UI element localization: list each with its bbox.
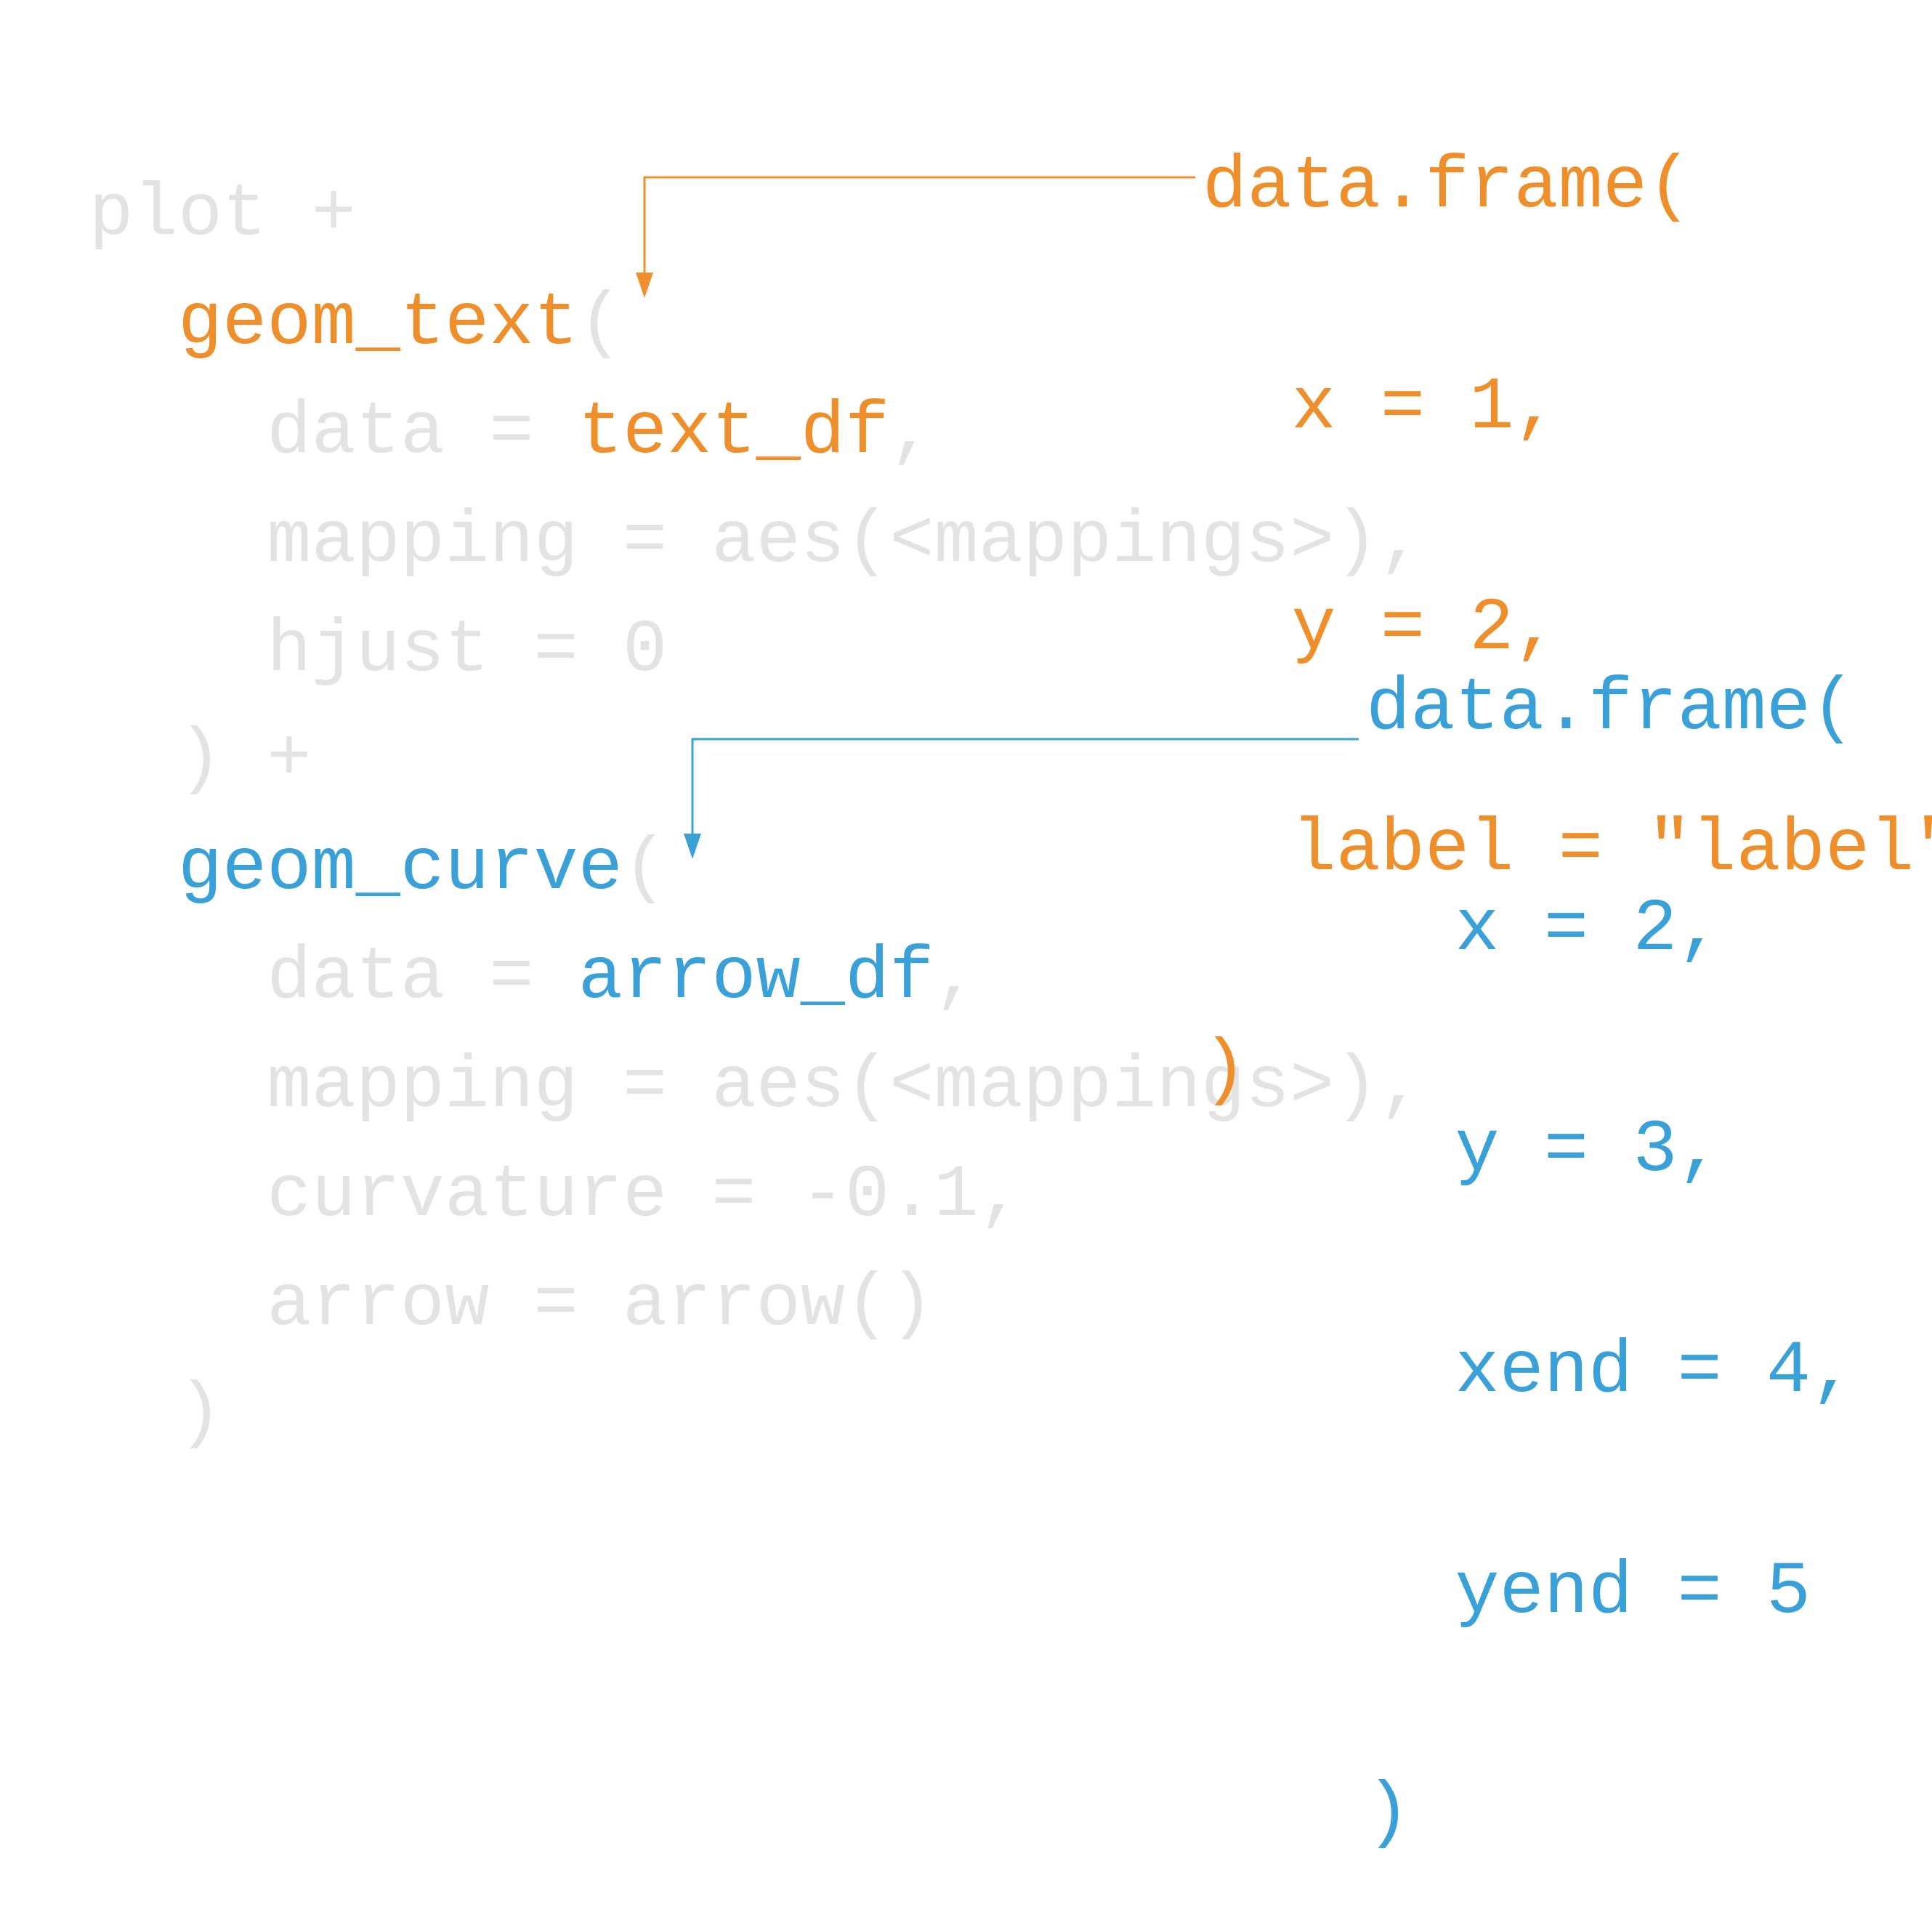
orange-arrowhead-icon — [636, 273, 653, 298]
code-line-geom-curve: geom_curve( — [0, 757, 667, 906]
plot-text: plot + — [89, 172, 356, 257]
code-line-curve-close: ) — [0, 1302, 222, 1451]
code-line-arrow: arrow = arrow() — [0, 1193, 934, 1342]
geom-curve-function: geom_curve — [177, 826, 623, 911]
geom-text-open-paren: ( — [578, 281, 623, 366]
text-close: ) + — [177, 717, 312, 802]
code-line-text-mapping: mapping = aes(<mappings>), — [0, 430, 1423, 578]
text-data-prefix: data = — [267, 390, 578, 475]
arrow-df-line: xend = 4, — [1366, 1329, 1856, 1414]
curve-data-comma: , — [934, 935, 979, 1020]
code-line-hjust: hjust = 0 — [0, 539, 667, 688]
arrow-df-line: data.frame( — [1366, 666, 1856, 751]
text-df-line: label = "label" — [1203, 807, 1932, 892]
text-df-line: data.frame( — [1203, 145, 1692, 229]
code-line-curvature: curvature = -0.1, — [0, 1084, 1023, 1233]
arrow-df-line: y = 3, — [1366, 1108, 1722, 1193]
code-line-text-close: ) + — [0, 648, 312, 797]
geom-text-function: geom_text — [177, 281, 578, 366]
arrow-df-line: yend = 5 — [1366, 1550, 1811, 1634]
code-line-geom-text: geom_text( — [0, 212, 623, 360]
hjust-text: hjust = 0 — [267, 608, 668, 693]
text-df-definition: data.frame( x = 1, y = 2, label = "label… — [1203, 1, 1932, 1180]
curve-mapping: mapping = aes(<mappings>), — [267, 1044, 1423, 1129]
text-df-line: x = 1, — [1203, 366, 1559, 450]
arrow-arg-text: arrow = arrow() — [267, 1262, 934, 1347]
code-line-plot: plot + — [0, 103, 355, 251]
text-df-line: y = 2, — [1203, 586, 1559, 671]
text-df-line: ) — [1203, 1028, 1248, 1113]
code-line-curve-data: data = arrow_df, — [0, 866, 978, 1015]
arrow-df-line: x = 2, — [1366, 887, 1722, 972]
arrow-df-line: ) — [1366, 1771, 1411, 1855]
curvature-text: curvature = -0.1, — [267, 1153, 1023, 1238]
text-data-comma: , — [889, 390, 934, 475]
curve-close: ) — [177, 1371, 223, 1456]
code-line-text-data: data = text_df, — [0, 321, 934, 469]
code-line-curve-mapping: mapping = aes(<mappings>), — [0, 975, 1423, 1124]
geom-curve-open-paren: ( — [622, 826, 668, 911]
curve-data-prefix: data = — [267, 935, 578, 1020]
orange-connector — [636, 176, 1195, 298]
text-df-name: text_df — [578, 390, 890, 475]
arrow-df-name: arrow_df — [578, 935, 934, 1020]
text-mapping: mapping = aes(<mappings>), — [267, 499, 1423, 584]
blue-arrowhead-icon — [684, 834, 701, 859]
arrow-df-definition: data.frame( x = 2, y = 3, xend = 4, yend… — [1366, 523, 1855, 1923]
